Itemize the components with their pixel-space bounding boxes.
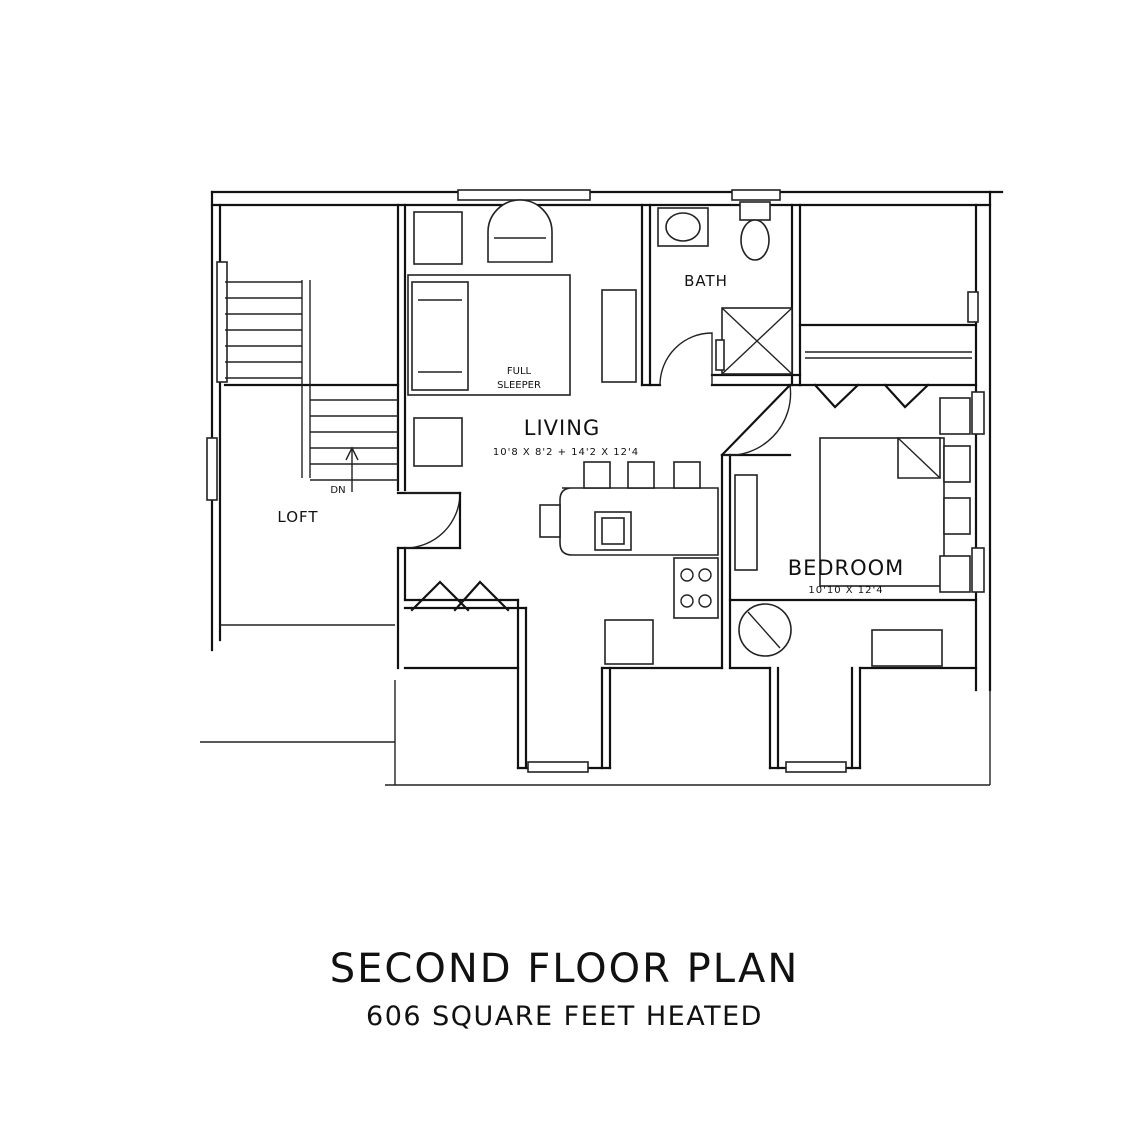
bath-label: BATH xyxy=(684,272,728,290)
nightstand-top xyxy=(939,397,971,435)
sleeper-label-line1: FULL xyxy=(507,366,532,377)
living-furniture xyxy=(407,199,719,665)
plan-subtitle: 606 SQUARE FEET HEATED xyxy=(366,1001,763,1032)
stair-down-label: DN xyxy=(330,485,345,496)
stool-end xyxy=(539,504,561,538)
caption: SECOND FLOOR PLAN 606 SQUARE FEET HEATED xyxy=(0,945,1129,1035)
dresser xyxy=(734,474,758,571)
armchair xyxy=(487,199,553,263)
bar-stool-2 xyxy=(627,461,655,489)
lavatory-sink xyxy=(665,212,701,242)
nightstand-bottom xyxy=(939,555,971,593)
stairs xyxy=(223,280,400,492)
loft-label: LOFT xyxy=(277,508,318,526)
bath-fixtures xyxy=(657,201,793,375)
living-dims: 10'8 X 8'2 + 14'2 X 12'4 xyxy=(493,447,639,458)
sleeper-label-line2: SLEEPER xyxy=(497,380,541,391)
bedroom-chair xyxy=(738,603,792,657)
room-labels: LIVING 10'8 X 8'2 + 14'2 X 12'4 BATH BED… xyxy=(277,272,905,596)
kitchen-island xyxy=(559,487,719,556)
fridge xyxy=(604,619,654,665)
toilet-bowl xyxy=(740,219,770,261)
plan-title: SECOND FLOOR PLAN xyxy=(329,946,800,992)
toilet-tank xyxy=(739,201,771,221)
side-table xyxy=(601,289,637,383)
bedroom-label: BEDROOM xyxy=(788,556,905,580)
living-label: LIVING xyxy=(524,416,600,440)
doors xyxy=(404,332,930,612)
bar-stool-1 xyxy=(583,461,611,489)
windows xyxy=(206,189,985,773)
bedroom-dims: 10'10 X 12'4 xyxy=(808,585,883,596)
bedroom-furniture xyxy=(734,397,971,667)
bar-stool-3 xyxy=(673,461,701,489)
desk xyxy=(871,629,943,667)
chair-nw xyxy=(413,211,463,265)
range xyxy=(673,557,719,619)
chair-sw xyxy=(413,417,463,467)
